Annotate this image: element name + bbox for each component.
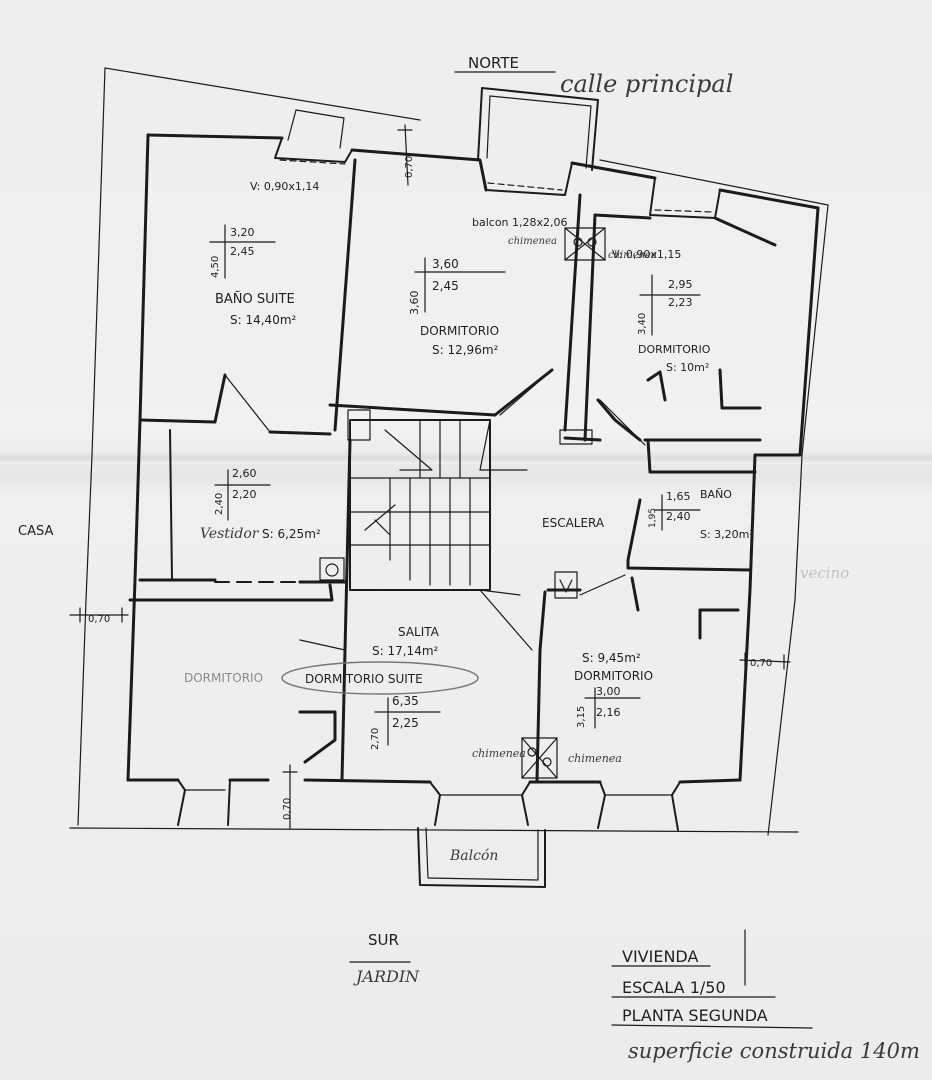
dorm-so-name: DORMITORIO (184, 671, 263, 685)
window-ne-label: V: 0,90x1,15 (612, 248, 681, 261)
door-swings (224, 369, 661, 651)
bano-dim-1: 1,65 (666, 490, 691, 503)
vestidor-name: Vestidor (200, 526, 260, 542)
balcony-south-label: Balcón (449, 848, 498, 864)
wall-dim-east: 0,70 (750, 658, 772, 669)
bano-suite-name: BAÑO SUITE (215, 291, 295, 307)
staircase (349, 419, 528, 591)
dorm-se-area: S: 9,45m² (582, 651, 641, 665)
north-window-bays (274, 109, 721, 219)
chimney-label-s2: chimenea (568, 752, 622, 765)
bano-suite-dim-1: 3,20 (230, 226, 255, 239)
dorm-suite-dim-3: 2,70 (370, 728, 381, 750)
paper-fold-crease (0, 452, 932, 464)
bano-suite-dim-2: 2,45 (230, 245, 255, 258)
fixtures (319, 409, 593, 599)
vestidor-dim-3: 2,40 (214, 493, 225, 515)
dorm-ne-dim-1: 2,95 (668, 278, 693, 291)
dorm-suite-name: DORMITORIO SUITE (305, 672, 423, 686)
site-boundary (69, 67, 829, 836)
vestidor-dim-1: 2,60 (232, 467, 257, 480)
vestidor-area: S: 6,25m² (262, 527, 321, 541)
balcony-north-label: balcon 1,28x2,06 (472, 216, 568, 229)
dorm-norte-name: DORMITORIO (420, 324, 499, 338)
wall-dim-west: 0,70 (88, 614, 110, 625)
bano-suite-dim-3: 4,50 (210, 256, 221, 278)
bano-dim-2: 2,40 (666, 510, 691, 523)
salita-name: SALITA (398, 625, 440, 639)
chimney-label-n1: chimenea (508, 236, 557, 247)
neighbor-label: CASA (18, 524, 53, 539)
dorm-norte-dim-3: 3,60 (408, 291, 421, 316)
exterior-walls (126, 133, 820, 784)
interior-walls (128, 158, 777, 782)
dorm-norte-area: S: 12,96m² (432, 343, 499, 357)
window-nw-label: V: 0,90x1,14 (250, 180, 319, 193)
bano-dim-3: 1,95 (648, 508, 658, 528)
wall-dim-south: 0,70 (282, 798, 293, 820)
dorm-norte-dim-1: 3,60 (432, 257, 459, 271)
north-balcony (477, 87, 599, 171)
bano-suite-area: S: 14,40m² (230, 313, 297, 327)
vestidor-dim-2: 2,20 (232, 488, 257, 501)
dorm-ne-dim-3: 3,40 (637, 313, 648, 335)
suite-highlight-ellipse (281, 661, 479, 695)
plan-labels: NORTE calle principal CASA vecino SUR JA… (18, 54, 920, 1063)
bano-area: S: 3,20m² (700, 528, 754, 541)
title-line-3: PLANTA SEGUNDA (622, 1006, 768, 1025)
street-label: calle principal (560, 70, 733, 98)
dorm-se-dim-1: 3,00 (596, 685, 621, 698)
dorm-se-dim-2: 2,16 (596, 706, 621, 719)
escalera-name: ESCALERA (542, 516, 605, 530)
dorm-ne-area: S: 10m² (666, 361, 709, 374)
dorm-norte-dim-2: 2,45 (432, 279, 459, 293)
bano-name: BAÑO (700, 488, 732, 501)
wall-dim-north: 0,70 (404, 156, 415, 178)
dorm-se-dim-3: 3,15 (576, 706, 587, 728)
dorm-suite-dim-1: 6,35 (392, 694, 419, 708)
dorm-ne-name: DORMITORIO (638, 343, 711, 356)
right-faint-label: vecino (800, 564, 849, 582)
south-balcony (417, 827, 546, 888)
chimneys (521, 227, 606, 779)
garden-label: JARDIN (353, 967, 420, 986)
title-line-2: ESCALA 1/50 (622, 978, 726, 997)
dimension-marks (69, 71, 813, 1029)
chimney-label-s1: chimenea (472, 747, 526, 760)
dorm-se-name: DORMITORIO (574, 669, 653, 683)
dorm-ne-dim-2: 2,23 (668, 296, 693, 309)
salita-area: S: 17,14m² (372, 644, 439, 658)
north-label: NORTE (468, 54, 519, 72)
chimney-label-n2: chimenea (608, 250, 657, 261)
built-area-note: superficie construida 140m (628, 1039, 920, 1063)
title-line-1: VIVIENDA (622, 947, 698, 966)
south-label: SUR (368, 931, 399, 949)
dorm-suite-dim-2: 2,25 (392, 716, 419, 730)
south-bays (177, 779, 681, 831)
